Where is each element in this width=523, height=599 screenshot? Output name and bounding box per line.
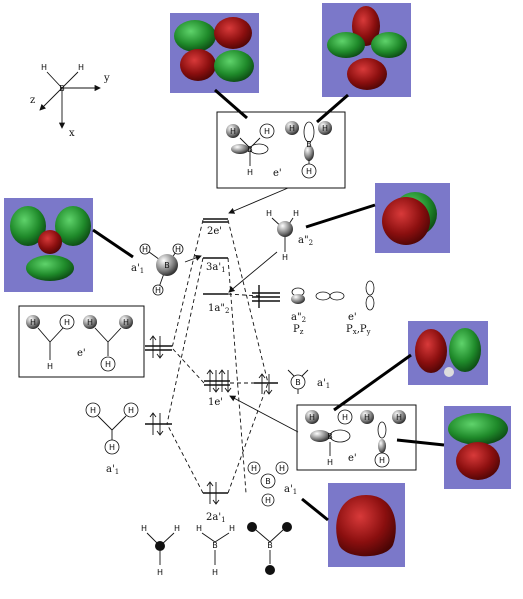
label-1a2: 1a"2 [208, 303, 229, 315]
label-2e: 2e' [207, 226, 222, 237]
svg-text:H: H [265, 496, 271, 505]
salc-box-e-left: H H H e' H H H [18, 305, 145, 378]
svg-text:H: H [30, 318, 36, 327]
svg-text:H: H [157, 568, 163, 577]
svg-text:H: H [322, 124, 328, 133]
svg-text:H: H [128, 406, 134, 415]
svg-text:B: B [267, 541, 273, 550]
svg-text:H: H [123, 318, 129, 327]
svg-text:H: H [109, 443, 115, 452]
svg-text:H: H [293, 209, 299, 218]
svg-text:B: B [212, 541, 218, 550]
svg-text:H: H [364, 413, 370, 422]
svg-text:H: H [229, 524, 235, 533]
svg-text:H: H [105, 360, 111, 369]
label-pxpy: Px,Py [346, 324, 371, 336]
svg-text:B: B [306, 140, 312, 149]
mo-levels: 2e' 3a'1 1a"2 1e' 2a'1 [203, 218, 230, 524]
salc-box-e-top: H H B H e' H H B H [216, 111, 346, 189]
svg-text:B: B [295, 378, 301, 387]
label-e-right: e' [348, 453, 357, 464]
svg-text:H: H [174, 524, 180, 533]
electron-arrows [206, 369, 232, 505]
svg-text:H: H [175, 245, 181, 254]
label-a1-left: a'1 [131, 263, 144, 275]
svg-text:H: H [141, 524, 147, 533]
label-pz-sym: a"2 [291, 312, 306, 324]
fragment-a1-bottom-right: H H B H a'1 [247, 461, 297, 507]
fragment-3a1-molecule: H H H B a'1 [131, 243, 184, 296]
orbital-panel-1e-a [408, 321, 488, 385]
svg-text:H: H [64, 318, 70, 327]
label-a2pp-top: a"2 [298, 235, 313, 247]
svg-text:H: H [251, 464, 257, 473]
orbital-panel-3a1 [4, 198, 93, 292]
svg-text:H: H [282, 253, 288, 262]
svg-text:H: H [212, 568, 218, 577]
svg-text:H: H [289, 124, 295, 133]
orbital-panel-2a1 [328, 483, 405, 567]
svg-text:B: B [327, 432, 333, 441]
svg-text:H: H [327, 458, 333, 467]
axis-h-left: H [41, 63, 47, 72]
boron-p-orbitals: a"2 Pz e' Px,Py [291, 280, 375, 336]
axis-z-label: z [30, 95, 35, 106]
axis-x-label: x [69, 128, 75, 139]
label-3a1: 3a'1 [206, 262, 226, 274]
label-a1-bottom-left: a'1 [106, 464, 119, 476]
orbital-panel-e-cloverleaf [170, 13, 259, 93]
svg-text:B: B [164, 261, 170, 270]
svg-text:H: H [306, 167, 312, 176]
svg-text:H: H [342, 413, 348, 422]
svg-text:H: H [379, 456, 385, 465]
axis-h-right: H [78, 63, 84, 72]
svg-text:H: H [196, 524, 202, 533]
svg-text:H: H [247, 168, 253, 177]
ligand-levels [145, 335, 172, 436]
boron-levels [252, 285, 280, 395]
fragment-a1-right-molecule: B a'1 [287, 369, 330, 394]
salc-box-e-right: H H B H e' H H H [296, 404, 417, 471]
svg-text:B: B [247, 145, 253, 154]
orbital-panel-1e-b [444, 406, 511, 489]
correlation-lines [166, 219, 269, 494]
panel-connectors [92, 88, 445, 522]
svg-text:H: H [266, 209, 272, 218]
svg-text:H: H [142, 245, 148, 254]
svg-text:H: H [87, 318, 93, 327]
fragment-a2pp-molecule: H H H a"2 [266, 209, 313, 262]
axis-y-label: y [103, 73, 110, 84]
label-a1-right: a'1 [317, 378, 330, 390]
svg-text:H: H [90, 406, 96, 415]
svg-text:H: H [309, 413, 315, 422]
label-2a1: 2a'1 [206, 512, 226, 524]
svg-text:H: H [155, 286, 161, 295]
bottom-molecules: H H H H H B H B [141, 522, 292, 577]
svg-text:B: B [265, 477, 271, 486]
svg-text:H: H [47, 362, 53, 371]
svg-text:H: H [264, 127, 270, 136]
label-pz: Pz [293, 324, 304, 336]
label-a1-bottom-right: a'1 [284, 484, 297, 496]
axis-boron-label: B [59, 84, 65, 93]
coordinate-axes: B H H y x z [30, 63, 110, 139]
orbital-panel-a2pp [375, 183, 450, 253]
label-1e: 1e' [208, 397, 223, 408]
pointer-arrows [184, 187, 299, 433]
orbital-panel-e-vertical [322, 3, 411, 97]
svg-text:H: H [230, 127, 236, 136]
label-e-left: e' [77, 348, 86, 359]
svg-text:H: H [279, 464, 285, 473]
fragment-a1-bottom-left: H H H a'1 [85, 402, 139, 476]
label-pxpy-sym: e' [348, 312, 357, 323]
label-e-top: e' [273, 168, 282, 179]
svg-text:H: H [396, 413, 402, 422]
